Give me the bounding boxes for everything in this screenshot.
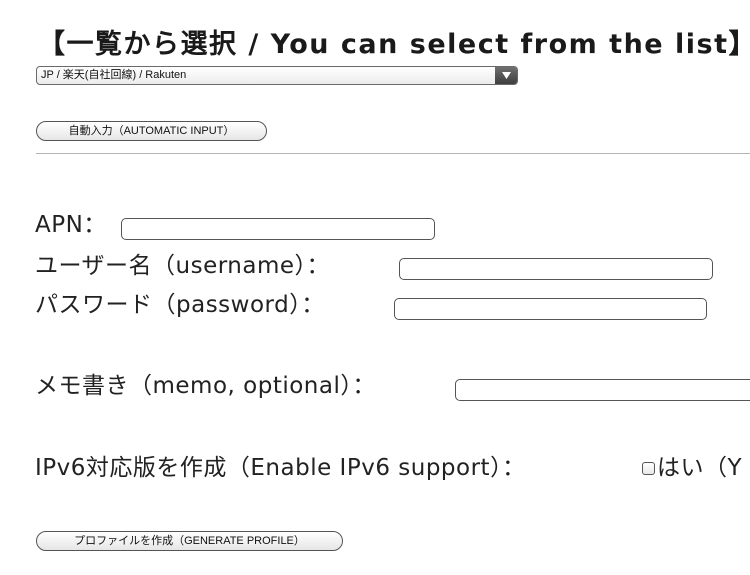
password-input[interactable]	[394, 298, 707, 320]
password-label: パスワード（password）：	[35, 292, 325, 318]
carrier-select[interactable]: JP / 楽天(自社回線) / Rakuten	[36, 66, 518, 85]
ipv6-checkbox-label: はい（Y	[657, 455, 743, 481]
generate-profile-button[interactable]: プロファイルを作成（GENERATE PROFILE）	[36, 531, 343, 551]
carrier-select-value: JP / 楽天(自社回線) / Rakuten	[41, 69, 187, 81]
username-input[interactable]	[399, 258, 713, 280]
ipv6-checkbox[interactable]	[642, 462, 655, 475]
divider	[36, 153, 750, 154]
chevron-down-icon[interactable]	[495, 67, 517, 84]
memo-label: メモ書き（memo, optional）：	[35, 373, 376, 399]
page-title: 【一覧から選択 / You can select from the list】	[38, 29, 750, 60]
automatic-input-button[interactable]: 自動入力（AUTOMATIC INPUT）	[36, 121, 267, 141]
memo-input[interactable]	[455, 379, 750, 401]
username-label: ユーザー名（username）：	[35, 253, 331, 279]
apn-input[interactable]	[121, 218, 435, 240]
ipv6-label: IPv6対応版を作成（Enable IPv6 support）：	[35, 455, 526, 481]
apn-label: APN：	[35, 212, 107, 238]
